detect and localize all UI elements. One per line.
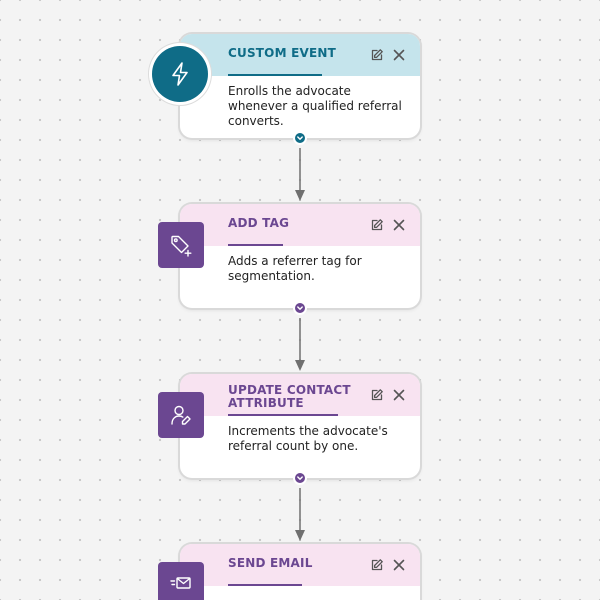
close-icon[interactable]: [392, 558, 406, 572]
node-actions: [370, 48, 406, 62]
node-description: Adds a referrer tag for segmentation.: [228, 254, 362, 283]
pencil-square-icon[interactable]: [370, 558, 384, 572]
edge-3: [295, 488, 305, 541]
node-card[interactable]: UPDATE CONTACT ATTRIBUTE: [180, 374, 420, 478]
node-title: SEND EMAIL: [228, 556, 313, 570]
node-card[interactable]: ADD TAG Adds a refe: [180, 204, 420, 308]
pencil-square-icon[interactable]: [370, 48, 384, 62]
mail-icon: [158, 562, 204, 600]
node-header: UPDATE CONTACT ATTRIBUTE: [180, 374, 420, 416]
chevron-down-icon: [297, 306, 303, 310]
node-card[interactable]: SEND EMAIL Sends a: [180, 544, 420, 600]
node-title: ADD TAG: [228, 216, 290, 230]
node-card[interactable]: CUSTOM EVENT Enroll: [180, 34, 420, 138]
pencil-square-icon[interactable]: [370, 388, 384, 402]
chevron-down-icon: [297, 136, 303, 140]
chevron-down-icon: [297, 476, 303, 480]
node-description: Increments the advocate's referral count…: [228, 424, 388, 453]
node-actions: [370, 388, 406, 402]
title-underline: [228, 584, 302, 586]
connector-handle[interactable]: [293, 471, 307, 485]
title-underline: [228, 244, 283, 246]
node-title: CUSTOM EVENT: [228, 46, 337, 60]
close-icon[interactable]: [392, 388, 406, 402]
node-header: ADD TAG: [180, 204, 420, 246]
close-icon[interactable]: [392, 48, 406, 62]
connector-handle[interactable]: [293, 301, 307, 315]
close-icon[interactable]: [392, 218, 406, 232]
pencil-square-icon[interactable]: [370, 218, 384, 232]
node-title: UPDATE CONTACT ATTRIBUTE: [228, 383, 351, 410]
user-edit-icon: [158, 392, 204, 438]
title-underline: [228, 414, 338, 416]
edge-1: [295, 148, 305, 201]
node-actions: [370, 218, 406, 232]
title-underline: [228, 74, 322, 76]
node-actions: [370, 558, 406, 572]
lightning-icon: [152, 46, 208, 102]
node-header: SEND EMAIL: [180, 544, 420, 586]
connector-handle[interactable]: [293, 131, 307, 145]
node-description: Enrolls the advocate whenever a qualifie…: [228, 84, 402, 128]
node-description: Sends a reward thank-you email.: [180, 586, 420, 600]
node-header: CUSTOM EVENT: [180, 34, 420, 76]
tag-add-icon: [158, 222, 204, 268]
edge-2: [295, 318, 305, 371]
